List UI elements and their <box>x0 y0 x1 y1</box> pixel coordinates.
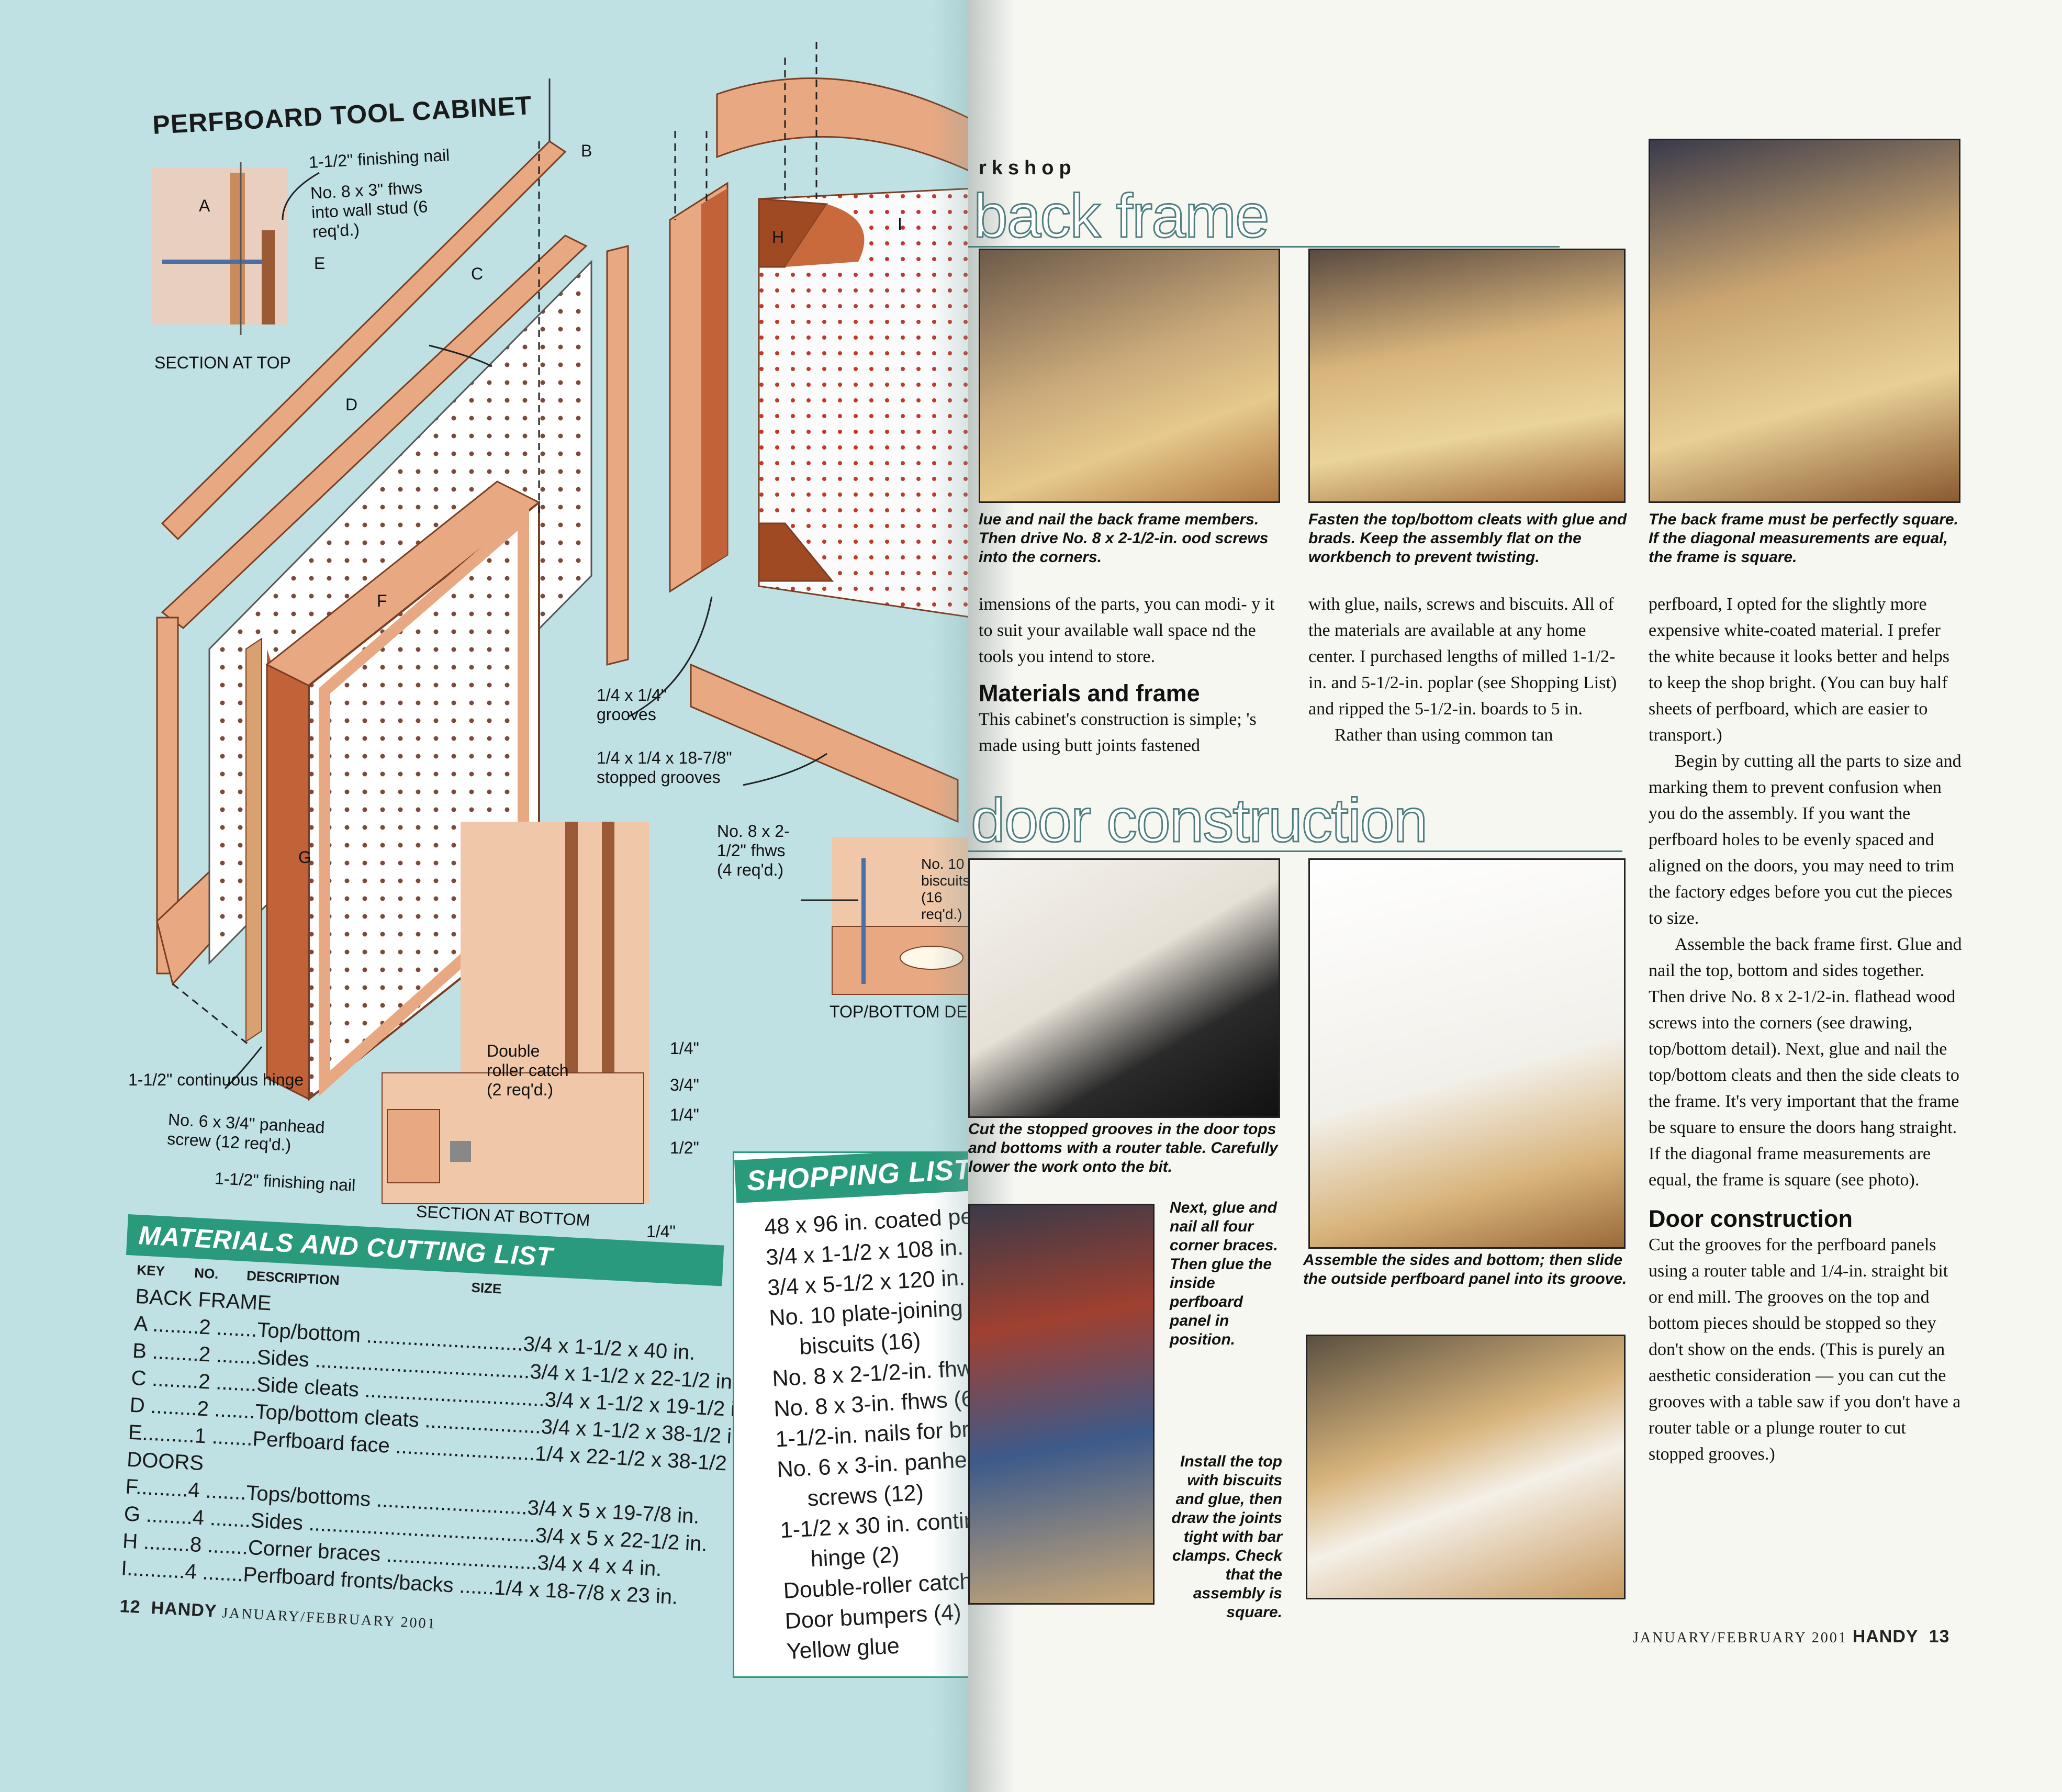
label-double-roller-catch: Double roller catch (2 req'd.) <box>487 1041 569 1099</box>
label-fhws-detail: No. 8 x 2-1/2" fhws (4 req'd.) <box>717 822 790 879</box>
label-stopped-grooves: 1/4 x 1/4 x 18-7/8" stopped grooves <box>597 748 732 787</box>
part-letter-c-top: C <box>471 264 484 283</box>
right-brand: HANDY <box>1852 1627 1919 1647</box>
left-issue: JANUARY/FEBRUARY 2001 <box>221 1605 437 1632</box>
caption-assemble-sides: Assemble the sides and bottom; then slid… <box>1303 1251 1627 1287</box>
right-folio: JANUARY/FEBRUARY 2001 HANDY 13 <box>1633 1627 1949 1647</box>
part-letter-e-top: E <box>314 254 326 273</box>
part-letter-a-top: A <box>199 196 210 215</box>
dim-label-2: 3/4" <box>670 1076 699 1094</box>
dim-label-1: 1/4" <box>670 1039 699 1058</box>
part-letter-b-top: B <box>581 141 592 160</box>
part-letter-i-top: I <box>898 215 902 233</box>
right-page: rkshop back frame lue and nail the back … <box>968 0 2062 1792</box>
label-top-bottom-detail: TOP/BOTTOM DETAIL <box>830 1002 987 1021</box>
column-3-text: perfboard, I opted for the slightly more… <box>1649 591 1963 1468</box>
caption-router-table: Cut the stopped grooves in the door tops… <box>968 1121 1278 1175</box>
heading-materials-frame: Materials and frame <box>979 680 1200 707</box>
section-at-bottom-detail <box>382 822 649 1204</box>
col3-paragraph-4: Cut the grooves for the perfboard panels… <box>1649 1235 1961 1464</box>
materials-header-no: NO. <box>194 1264 219 1282</box>
dim-label-4: 1/2" <box>670 1138 699 1157</box>
caption-glue-nail-frame: lue and nail the back frame members. The… <box>979 511 1269 566</box>
materials-header-description: DESCRIPTION <box>246 1268 340 1289</box>
caption-frame-square: The back frame must be perfectly square.… <box>1649 511 1958 566</box>
label-grooves: 1/4 x 1/4" grooves <box>597 686 667 724</box>
photo-assemble-sides <box>1308 858 1626 1249</box>
label-wall-screw: No. 8 x 3" fhws into wall stud (6 req'd.… <box>310 177 429 241</box>
left-folio: 12 HANDY JANUARY/FEBRUARY 2001 <box>119 1596 437 1633</box>
col3-paragraph-1: perfboard, I opted for the slightly more… <box>1649 595 1949 745</box>
col2-paragraph-1: with glue, nails, screws and biscuits. A… <box>1308 595 1617 719</box>
caption-install-top: Install the top with biscuits and glue, … <box>1171 1453 1282 1621</box>
col3-paragraph-3: Assemble the back frame first. Glue and … <box>1649 935 1962 1190</box>
cabinet-exploded-diagram <box>152 42 994 1204</box>
col3-paragraph-2: Begin by cutting all the parts to size a… <box>1649 752 1962 928</box>
col1-paragraph-1: imensions of the parts, you can modi- y … <box>979 595 1275 666</box>
col1-paragraph-2: This cabinet's construction is simple; '… <box>979 710 1257 755</box>
materials-header-key: KEY <box>136 1262 165 1279</box>
section-at-top-detail <box>152 162 288 335</box>
dim-label-5: 1/4" <box>646 1222 676 1241</box>
left-brand: HANDY <box>150 1598 218 1621</box>
part-letter-f-door: F <box>377 591 387 610</box>
column-1-text: imensions of the parts, you can modi- y … <box>979 591 1282 759</box>
shopping-list: SHOPPING LIST 48 x 96 in. coated perfboa… <box>733 1151 987 1678</box>
right-page-number: 13 <box>1929 1627 1950 1647</box>
part-letter-h-top: H <box>772 228 785 247</box>
materials-header-size: SIZE <box>470 1279 502 1297</box>
photo-bar-clamps <box>1306 1335 1626 1599</box>
caption-fasten-cleats: Fasten the top/bottom cleats with glue a… <box>1308 511 1627 566</box>
materials-cutting-list: MATERIALS AND CUTTING LIST KEY NO. DESCR… <box>109 1214 755 1612</box>
title-rule <box>968 246 1560 248</box>
heading-door-construction: Door construction <box>1649 1205 1853 1232</box>
left-page: PERFBOARD TOOL CABINET <box>0 0 994 1792</box>
section-kicker: rkshop <box>979 157 1077 179</box>
photo-router-table <box>968 858 1280 1118</box>
part-letter-d-top: D <box>345 395 358 414</box>
photo-corner-braces <box>968 1204 1155 1605</box>
shopping-title: SHOPPING LIST <box>734 1153 985 1203</box>
column-2-text: with glue, nails, screws and biscuits. A… <box>1308 591 1622 748</box>
caption-corner-braces: Next, glue and nail all four corner brac… <box>1170 1199 1278 1348</box>
door-title-rule <box>968 850 1622 852</box>
col2-paragraph-2: Rather than using common tan <box>1335 725 1553 745</box>
left-page-number: 12 <box>119 1596 141 1618</box>
photo-glue-nail-frame <box>979 249 1280 503</box>
photo-fasten-cleats <box>1308 249 1626 503</box>
label-section-at-top: SECTION AT TOP <box>154 353 291 372</box>
section-title-back-frame: back frame <box>973 181 1271 252</box>
label-continuous-hinge: 1-1/2" continuous hinge <box>128 1070 304 1089</box>
section-title-door-construction: door construction <box>970 786 1428 856</box>
part-letter-g-door: G <box>298 848 311 867</box>
right-issue: JANUARY/FEBRUARY 2001 <box>1633 1630 1847 1646</box>
photo-frame-square <box>1649 139 1960 503</box>
dim-label-3: 1/4" <box>670 1105 699 1124</box>
